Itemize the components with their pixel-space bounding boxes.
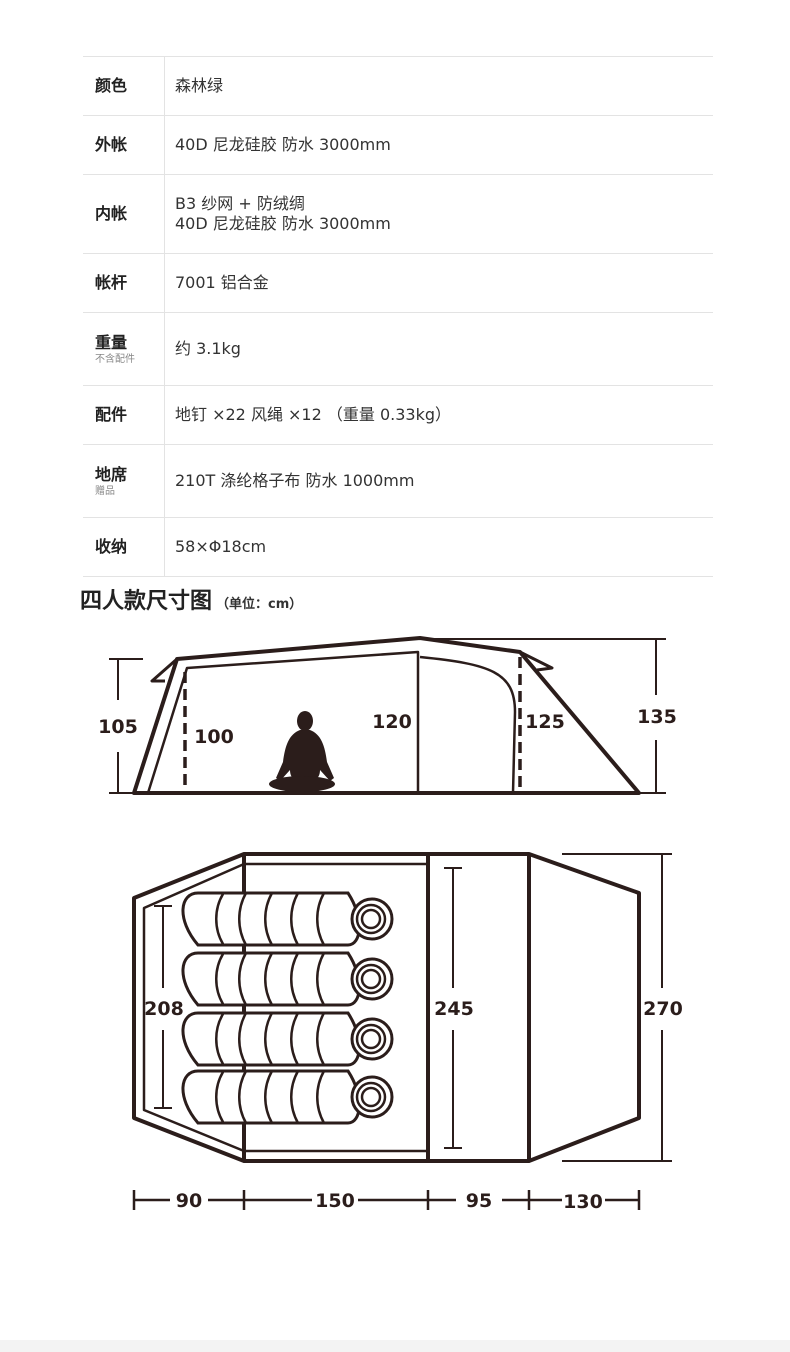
spec-row-color: 颜色 森林绿 <box>83 56 714 116</box>
spec-row-inner-tent: 内帐 B3 纱网 + 防绒绸 40D 尼龙硅胶 防水 3000mm <box>83 174 714 254</box>
spec-value: 地钉 ×22 风绳 ×12 （重量 0.33kg） <box>175 405 452 424</box>
spec-label-cell: 颜色 <box>83 56 165 116</box>
sleeping-bag-icon <box>181 891 394 947</box>
sleeping-bag-icon <box>181 1011 394 1067</box>
spec-label: 内帐 <box>95 204 128 223</box>
spec-value: 210T 涤纶格子布 防水 1000mm <box>175 471 415 490</box>
spec-value-cell: 约 3.1kg <box>165 313 714 386</box>
spec-label-cell: 重量 不含配件 <box>83 312 165 386</box>
spec-label: 重量 <box>95 332 128 352</box>
spec-label-cell: 配件 <box>83 385 165 445</box>
spec-row-packed-size: 收纳 58×Φ18cm <box>83 517 714 577</box>
dim-label: 100 <box>194 726 234 748</box>
spec-label-cell: 内帐 <box>83 174 165 254</box>
dim-label: 105 <box>98 716 138 738</box>
spec-value-cell: 地钉 ×22 风绳 ×12 （重量 0.33kg） <box>165 386 714 445</box>
person-icon <box>269 711 335 792</box>
length-label: 90 <box>176 1190 202 1212</box>
spec-value: 约 3.1kg <box>175 339 241 358</box>
spec-row-ground-mat: 地席 赠品 210T 涤纶格子布 防水 1000mm <box>83 444 714 518</box>
dim-label: 245 <box>434 998 474 1020</box>
length-label: 130 <box>563 1191 603 1213</box>
sleeping-bag-icon <box>181 951 394 1007</box>
spec-value: 7001 铝合金 <box>175 273 269 292</box>
spec-row-outer-tent: 外帐 40D 尼龙硅胶 防水 3000mm <box>83 115 714 175</box>
spec-label-cell: 外帐 <box>83 115 165 175</box>
size-diagram-title: 四人款尺寸图（单位：cm） <box>80 583 302 615</box>
spec-value-cell: B3 纱网 + 防绒绸 40D 尼龙硅胶 防水 3000mm <box>165 175 714 254</box>
sleeping-bag-icon <box>181 1069 394 1125</box>
length-label: 150 <box>315 1190 355 1212</box>
spec-value: B3 纱网 + 防绒绸 <box>175 194 305 213</box>
spec-label-cell: 地席 赠品 <box>83 444 165 518</box>
spec-value: 58×Φ18cm <box>175 537 267 556</box>
dim-label: 208 <box>144 998 184 1020</box>
dim-label: 120 <box>372 711 412 733</box>
spec-label: 帐杆 <box>95 273 128 292</box>
spec-value: 40D 尼龙硅胶 防水 3000mm <box>175 135 391 154</box>
bottom-divider <box>0 1340 790 1352</box>
size-unit-text: （单位：cm） <box>216 597 303 612</box>
spec-sublabel: 赠品 <box>95 485 115 497</box>
spec-row-accessories: 配件 地钉 ×22 风绳 ×12 （重量 0.33kg） <box>83 385 714 445</box>
spec-label: 颜色 <box>95 76 128 95</box>
spec-value-cell: 58×Φ18cm <box>165 518 714 577</box>
side-view-diagram <box>109 636 666 795</box>
spec-value-cell: 210T 涤纶格子布 防水 1000mm <box>165 445 714 518</box>
spec-label: 外帐 <box>95 135 128 154</box>
dim-label: 270 <box>643 998 683 1020</box>
spec-value-cell: 森林绿 <box>165 57 714 116</box>
spec-value-cell: 7001 铝合金 <box>165 254 714 313</box>
spec-label-cell: 帐杆 <box>83 253 165 313</box>
spec-label: 收纳 <box>95 537 128 556</box>
spec-label: 配件 <box>95 405 128 424</box>
spec-value: 森林绿 <box>175 76 224 95</box>
spec-table: 颜色 森林绿 外帐 40D 尼龙硅胶 防水 3000mm 内帐 B3 纱网 + … <box>83 56 713 577</box>
spec-value: 40D 尼龙硅胶 防水 3000mm <box>175 214 391 233</box>
spec-label: 地席 <box>95 464 128 484</box>
size-title-text: 四人款尺寸图 <box>80 589 213 614</box>
spec-sublabel: 不含配件 <box>95 353 135 365</box>
spec-label-cell: 收纳 <box>83 517 165 577</box>
spec-value-cell: 40D 尼龙硅胶 防水 3000mm <box>165 116 714 175</box>
spec-row-weight: 重量 不含配件 约 3.1kg <box>83 312 714 386</box>
dim-label: 125 <box>525 711 565 733</box>
spec-row-poles: 帐杆 7001 铝合金 <box>83 253 714 313</box>
dim-label: 135 <box>637 706 677 728</box>
length-label: 95 <box>466 1190 492 1212</box>
